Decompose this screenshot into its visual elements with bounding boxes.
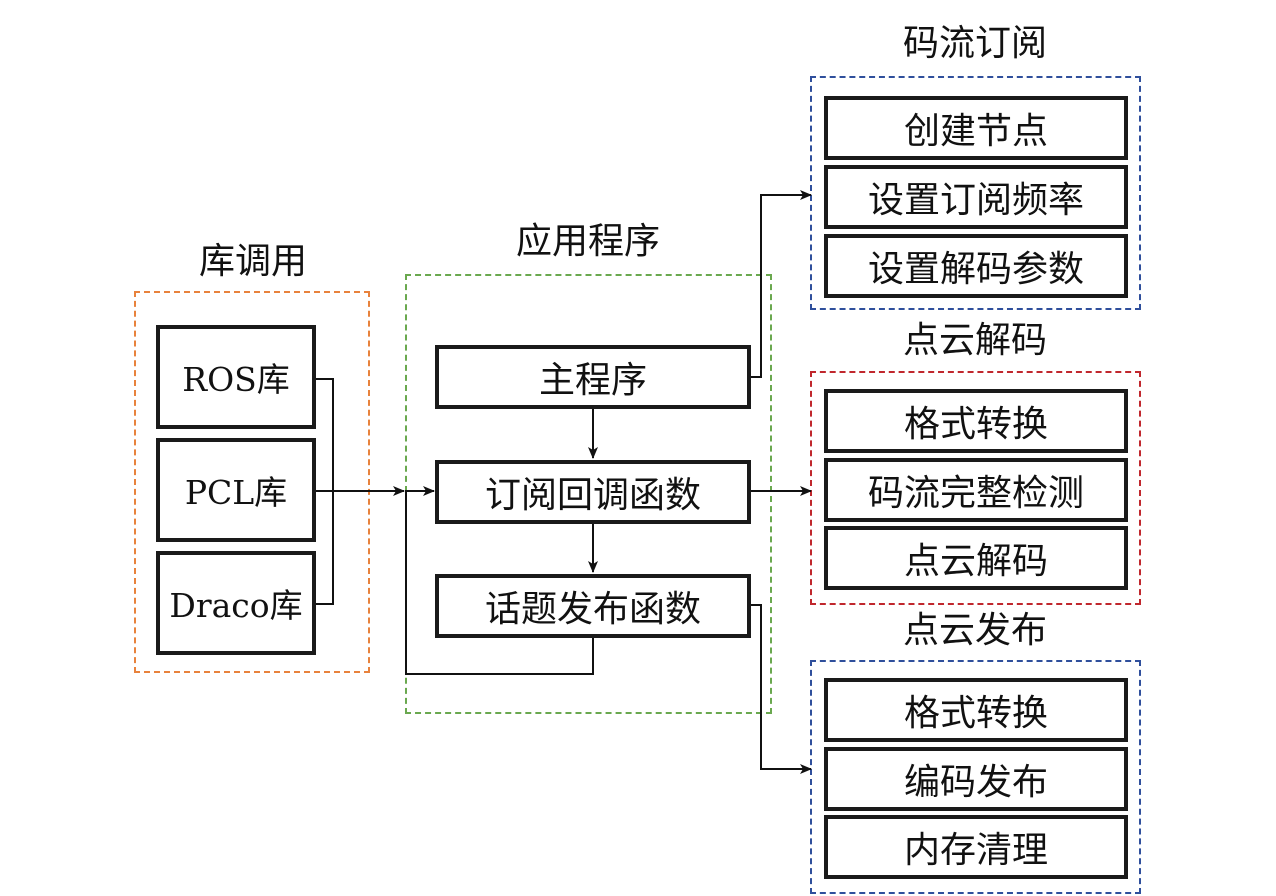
app-group-title: 应用程序 [515,221,660,262]
ros-library-box: ROS库 [156,325,316,429]
stream-integrity-check-box: 码流完整检测 [824,458,1128,522]
pcl-library-box: PCL库 [156,438,316,542]
topic-publish-box: 话题发布函数 [435,574,751,638]
decode-format-convert-box: 格式转换 [824,389,1128,453]
create-node-box: 创建节点 [824,96,1128,160]
publish-group [810,660,1141,894]
publish-group-title: 点云发布 [902,610,1047,651]
main-to-subscribe-arrow [751,190,812,378]
memory-cleanup-box: 内存清理 [824,815,1128,879]
decode-group-title: 点云解码 [902,320,1047,361]
draco-library-box: Draco库 [156,551,316,655]
main-program-box: 主程序 [435,345,751,409]
set-sub-frequency-box: 设置订阅频率 [824,165,1128,229]
set-decode-params-box: 设置解码参数 [824,234,1128,298]
stream-subscribe-title: 码流订阅 [902,23,1047,64]
point-cloud-decode-box: 点云解码 [824,526,1128,590]
publish-format-convert-box: 格式转换 [824,678,1128,742]
encode-publish-box: 编码发布 [824,747,1128,811]
publish-to-output-arrow [751,604,812,774]
library-group [134,291,370,673]
library-group-title: 库调用 [198,241,307,282]
subscribe-callback-box: 订阅回调函数 [435,460,751,524]
feedback-loop-line [405,486,594,675]
